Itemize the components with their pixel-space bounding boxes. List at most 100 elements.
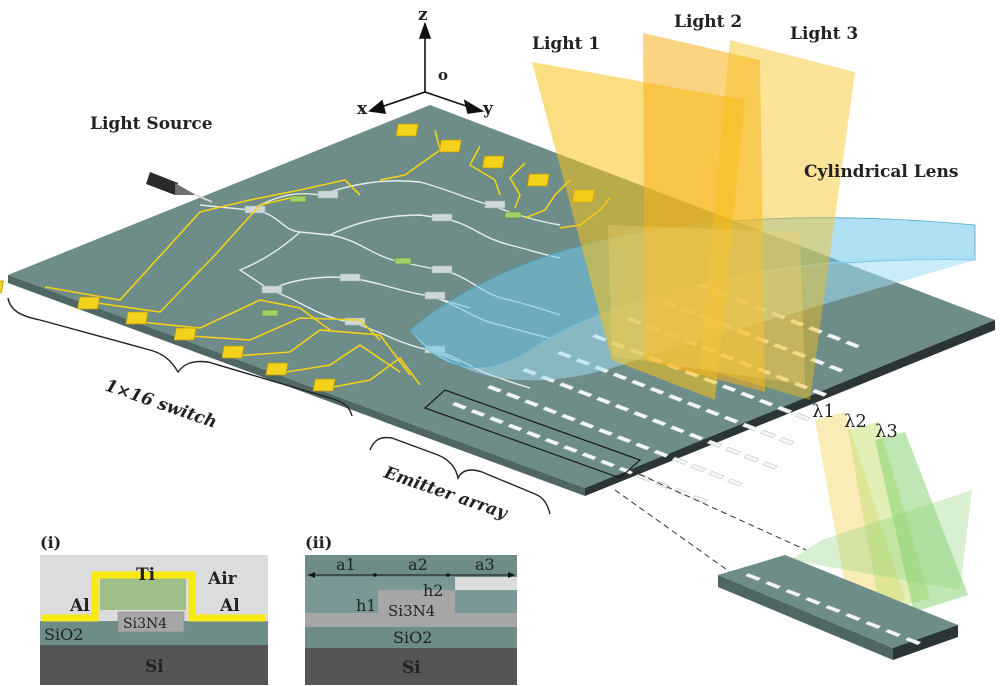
emitter-grating [558, 382, 575, 391]
emitter-grating [523, 399, 540, 408]
inset-i-al-left: Al [69, 596, 90, 616]
emitter-grating [686, 401, 702, 410]
emitter-grating [844, 340, 861, 349]
inset-i: (i) Ti Air Al Al SiO2 Si3N4 Si [40, 533, 268, 685]
pad [395, 123, 419, 137]
emitter-grating [727, 478, 743, 487]
beam-vertical-slab [608, 225, 805, 385]
zoom-chip-top [718, 555, 958, 648]
emitter-grating [704, 408, 721, 417]
inset-ii-si: Si [402, 658, 421, 678]
inset-ii: (ii) a1 a2 a3 h2 h1 Si3N4 SiO2 Si [305, 533, 517, 685]
pad [265, 362, 289, 376]
emitter-grating [760, 429, 776, 439]
light3-label: Light 3 [790, 24, 858, 44]
emitter-grating [807, 325, 824, 335]
emitter-grating [505, 391, 521, 401]
emitter-grating [778, 437, 795, 446]
zoom-emitter-grating [884, 628, 902, 638]
zoom-emitter-grating [824, 604, 842, 614]
emitter-grating [758, 398, 774, 407]
cylindrical-lens-label: Cylindrical Lens [804, 162, 958, 182]
emitter-grating [560, 413, 577, 422]
inset-i-al-right: Al [219, 596, 240, 616]
emitter-grating [791, 350, 807, 359]
chip-side-front [585, 320, 995, 496]
inset-ii-si3n4: Si3N4 [388, 602, 435, 620]
zoom-emitter-grating [804, 596, 822, 606]
emitter-grating [599, 459, 616, 468]
light-source-label: Light Source [90, 114, 213, 134]
pad [438, 139, 462, 153]
emitter-grating [688, 432, 704, 441]
emitter-grating [544, 437, 560, 446]
emitter-grating [789, 318, 805, 327]
emitter-grating [741, 422, 758, 431]
lambda1-label: λ1 [812, 401, 835, 422]
lambda3-label: λ3 [875, 421, 898, 442]
zoom-chip-front [893, 625, 958, 660]
zoom-beam-lambda3 [875, 432, 968, 612]
pad [77, 296, 101, 310]
emitter-grating [795, 412, 811, 422]
pad [0, 280, 4, 294]
emitter-grating [597, 427, 614, 437]
pad [312, 378, 336, 392]
lambda2-label: λ2 [844, 411, 867, 432]
zoom-line-top [629, 469, 807, 551]
emitter-array-label: Emitter array [380, 462, 510, 523]
pad [481, 155, 505, 169]
zoom-beam-cone [790, 490, 972, 590]
inset-ii-a2: a2 [408, 555, 428, 574]
axis-origin-label: o [438, 66, 448, 84]
beam-light3 [700, 40, 855, 400]
emitter-grating [706, 439, 723, 448]
emitter-grating [632, 410, 649, 420]
emitter-grating [772, 342, 789, 352]
emitter-grating [708, 471, 725, 480]
emitter-grating [630, 379, 647, 388]
emitter-grating [653, 449, 669, 458]
light2-label: Light 2 [674, 12, 742, 32]
emitter-grating [616, 435, 632, 444]
emitter-grating [673, 488, 690, 497]
emitter-grating [451, 401, 468, 410]
emitter-grating [743, 454, 760, 463]
emitter-grating [723, 415, 739, 424]
inset-ii-h1: h1 [356, 596, 376, 615]
emitter-grating [507, 423, 523, 432]
inset-i-ti: Ti [136, 565, 156, 585]
emitter-grating [651, 418, 667, 427]
pad [221, 345, 245, 359]
inset-ii-sio2: SiO2 [393, 628, 432, 647]
inset-ii-a1: a1 [336, 555, 356, 574]
zoom-emitter-grating [904, 636, 922, 646]
light1-label: Light 1 [532, 34, 600, 54]
inset-ii-a3: a3 [475, 555, 495, 574]
inset-i-si3n4: Si3N4 [123, 616, 167, 632]
inset-i-tag: (i) [40, 533, 61, 552]
emitter-grating [776, 405, 793, 414]
axis-x-label: x [357, 99, 368, 119]
emitter-grating [577, 389, 593, 398]
emitter-grating [809, 357, 826, 366]
inset-i-air: Air [207, 569, 238, 589]
pad [125, 311, 149, 325]
chip-side-left [8, 275, 585, 496]
emitter-grating [692, 495, 708, 504]
inset-i-si: Si [145, 657, 164, 677]
emitter-brace [369, 436, 551, 515]
switch-brace [7, 297, 353, 417]
emitter-grating [667, 393, 684, 403]
emitter-grating [579, 420, 595, 429]
emitter-grating [671, 456, 688, 465]
zoom-chip-side [718, 575, 893, 660]
emitter-grating [793, 381, 809, 390]
emitter-grating [828, 364, 844, 373]
zoom-emitter-grating [784, 588, 802, 598]
emitter-grating [470, 408, 486, 418]
emitter-grating [721, 384, 737, 393]
heaters [261, 195, 522, 317]
emitter-grating [636, 473, 653, 482]
emitter-grating [486, 384, 503, 393]
